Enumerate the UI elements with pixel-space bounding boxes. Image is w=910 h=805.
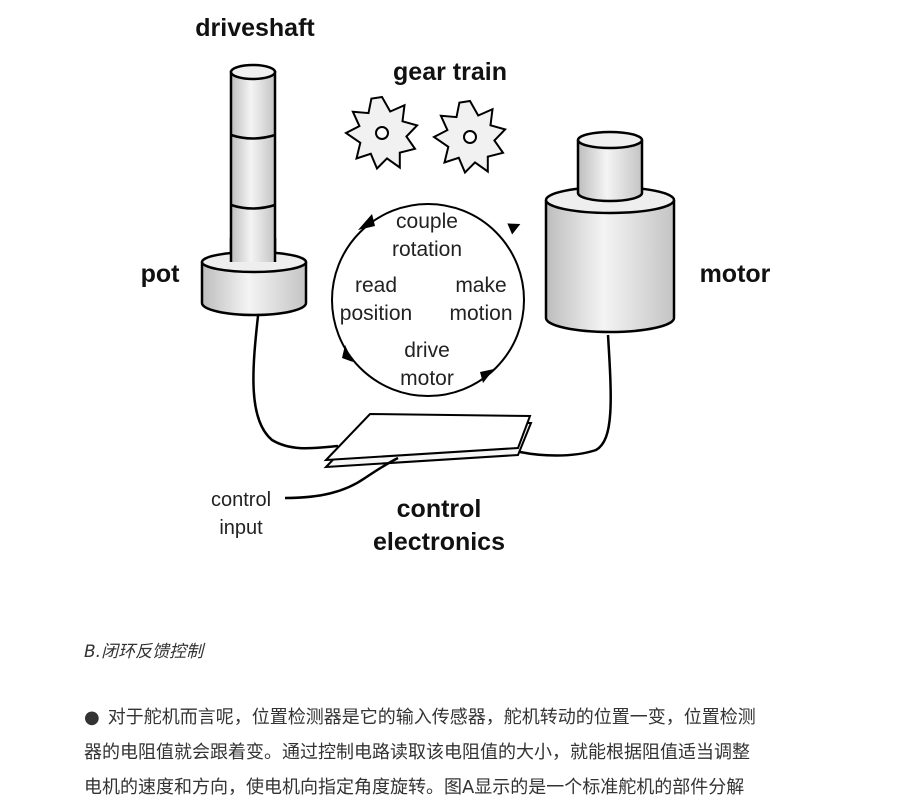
paragraph-line: 器的电阻值就会跟着变。通过控制电路读取该电阻值的大小，就能根据阻值适当调整	[84, 742, 750, 763]
read-position-label-1: read	[355, 274, 397, 297]
pot-label: pot	[141, 260, 181, 288]
control-input-label-1: control	[211, 489, 271, 511]
couple-rotation-label-2: rotation	[392, 238, 462, 261]
motor-shape	[544, 130, 676, 334]
drive-motor-label-2: motor	[400, 367, 454, 390]
cycle-arrow-icon	[342, 345, 353, 362]
make-motion-label-2: motion	[449, 302, 512, 325]
control-electronics-label-2: electronics	[373, 528, 505, 556]
gear-train-label: gear train	[393, 58, 507, 86]
servo-diagram: driveshaft gear train pot motor control …	[141, 14, 771, 556]
couple-rotation-label-1: couple	[396, 210, 458, 233]
paragraph-line: ● 对于舵机而言呢，位置检测器是它的输入传感器，舵机转动的位置一变，位置检测	[84, 700, 874, 735]
gear-left-icon	[344, 95, 419, 171]
driveshaft-label: driveshaft	[195, 14, 315, 42]
feedback-cycle	[331, 203, 525, 397]
cycle-arrow-icon	[507, 223, 521, 235]
pot-shape	[200, 238, 308, 317]
paragraph-line-text: 对于舵机而言呢，位置检测器是它的输入传感器，舵机转动的位置一变，位置检测	[107, 707, 756, 728]
control-electronics-label-1: control	[397, 495, 482, 523]
cycle-arrow-icon	[358, 214, 375, 230]
cycle-arrow-icon	[480, 369, 494, 383]
wires	[252, 315, 612, 500]
bullet-icon: ●	[84, 707, 100, 728]
drive-motor-label-1: drive	[404, 339, 450, 362]
read-position-label-2: position	[340, 302, 412, 325]
control-input-label-2: input	[219, 517, 263, 539]
motor-label: motor	[700, 260, 771, 288]
control-board-shape	[323, 412, 533, 469]
body-paragraph: ● 对于舵机而言呢，位置检测器是它的输入传感器，舵机转动的位置一变，位置检测 器的…	[84, 700, 874, 805]
figure-caption: B.闭环反馈控制	[84, 642, 204, 662]
make-motion-label-1: make	[455, 274, 506, 297]
gear-right-icon	[432, 99, 507, 175]
paragraph-line: 电机的速度和方向，使电机向指定角度旋转。图A显示的是一个标准舵机的部件分解	[84, 777, 745, 798]
